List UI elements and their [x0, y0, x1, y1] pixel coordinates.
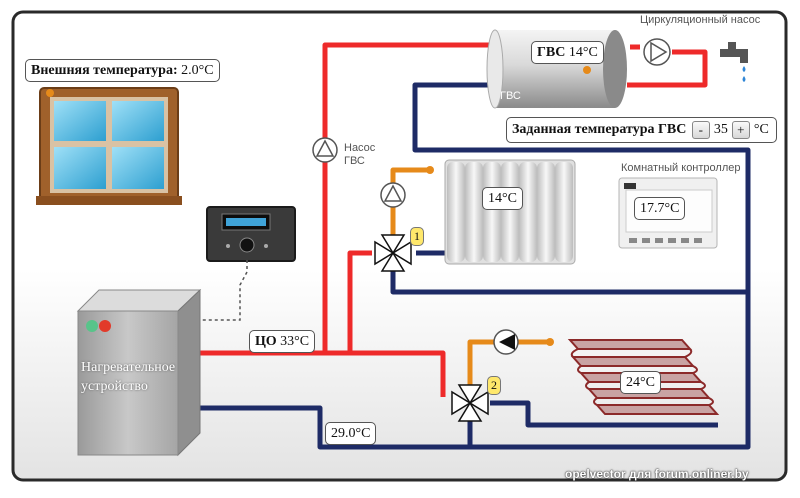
- outdoor-temp-label: Внешняя температура:: [31, 63, 178, 78]
- increase-button[interactable]: +: [731, 121, 750, 139]
- floor-temp-sensor: [546, 338, 554, 346]
- radiator-pump-icon: [380, 182, 406, 208]
- outdoor-sensor: [46, 89, 54, 97]
- co-temp-box: ЦО 33°C: [249, 330, 316, 354]
- decrease-button[interactable]: -: [691, 121, 710, 139]
- tank-temp: 14°C: [568, 45, 598, 60]
- return-temp-value: 29.0°C: [331, 426, 371, 441]
- circulation-pump-icon: [643, 38, 671, 66]
- return-temp-box: 29.0°C: [325, 422, 377, 446]
- window-illustration: [36, 87, 182, 205]
- outdoor-temp-value: 2.0°C: [181, 63, 214, 78]
- floor-temp-box: 24°C: [620, 371, 661, 395]
- supply-pipes: [200, 42, 708, 397]
- dhw-setpoint-unit: °C: [753, 122, 769, 138]
- return-pipes: [200, 82, 751, 450]
- valve2-badge: 2: [487, 376, 501, 396]
- mixed-pipes: [390, 167, 550, 386]
- radiator-temp-sensor: [426, 166, 434, 174]
- co-label: ЦО: [255, 334, 277, 349]
- dhw-setpoint-label: Заданная температура ГВС: [512, 122, 687, 138]
- mixing-valve-1: [374, 234, 412, 272]
- dhw-pump-icon: [312, 137, 338, 163]
- outdoor-temp-box: Внешняя температура: 2.0°C: [25, 59, 220, 83]
- valve1-badge: 1: [410, 227, 424, 247]
- boiler-controller: [206, 206, 296, 262]
- dhw-setpoint-value: 35: [713, 122, 728, 138]
- tank-title: ГВС: [537, 45, 566, 60]
- circulation-pump-label: Циркуляционный насос: [640, 14, 761, 26]
- controller-cable: [200, 260, 248, 321]
- tank-bottom-label: ГВС: [500, 90, 521, 102]
- radiator-temp: 14°C: [488, 191, 517, 206]
- tank-temp-box: ГВС 14°C: [531, 41, 604, 65]
- boiler-indicator-red: [99, 320, 111, 332]
- room-controller-temp-box: 17.7°C: [634, 197, 686, 221]
- radiator-temp-box: 14°C: [482, 187, 523, 211]
- boiler-unit: [76, 288, 202, 457]
- room-controller-temp: 17.7°C: [640, 201, 680, 216]
- dhw-pump-label: Насос ГВС: [344, 142, 376, 167]
- mixing-valve-2: [451, 384, 489, 422]
- dhw-setpoint-box: Заданная температура ГВС -35+°C: [506, 117, 777, 143]
- tank-temp-sensor: [583, 66, 591, 74]
- floor-pump-icon: [493, 329, 519, 355]
- boiler-indicator-green: [86, 320, 98, 332]
- co-value: 33°C: [280, 334, 310, 349]
- water-tap-icon: [720, 42, 748, 82]
- floor-temp: 24°C: [626, 375, 655, 390]
- boiler-label: Нагревательное устройство: [81, 358, 201, 396]
- room-controller-title: Комнатный контроллер: [621, 162, 741, 174]
- boiler-name: Нагревательное устройство: [81, 360, 176, 394]
- watermark: opelvector для forum.onliner.by: [565, 467, 749, 481]
- radiator: [426, 159, 576, 265]
